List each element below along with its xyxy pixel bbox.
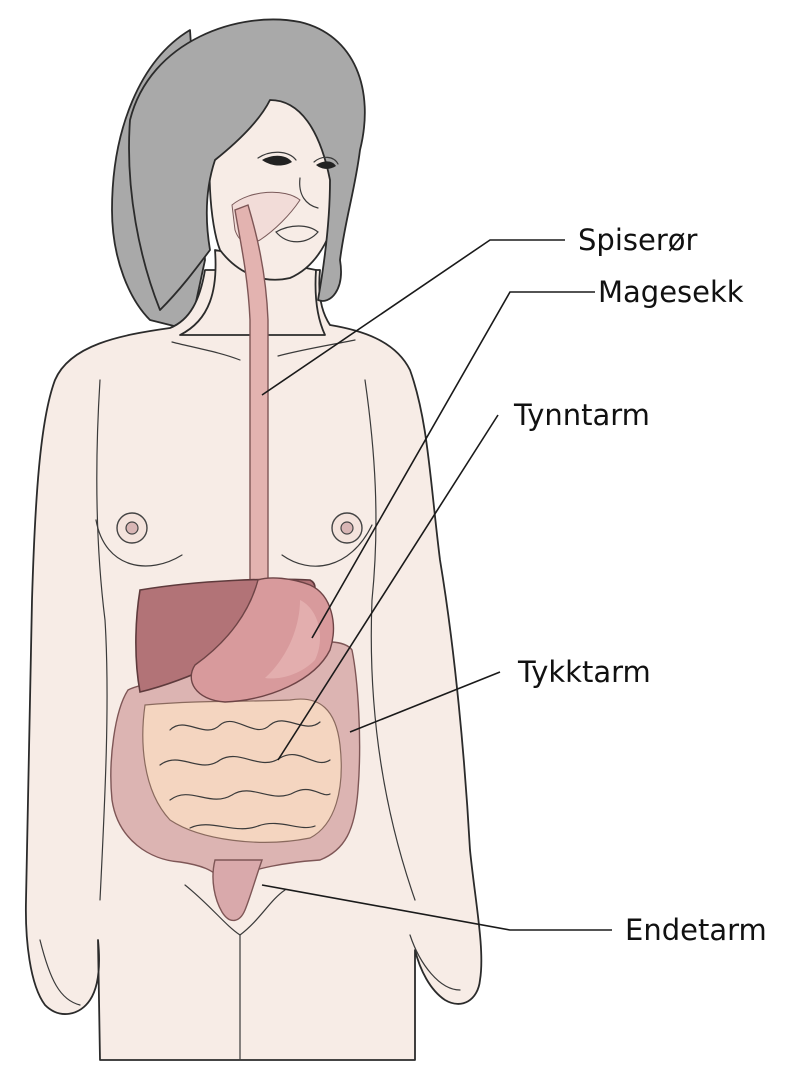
label-rectum: Endetarm (625, 913, 767, 947)
nipple-right (332, 513, 362, 543)
label-large-intestine: Tykktarm (517, 655, 651, 689)
nipple-left (117, 513, 147, 543)
label-small-intestine: Tynntarm (513, 398, 650, 432)
label-esophagus: Spiserør (578, 223, 697, 257)
small-intestine (143, 699, 341, 842)
label-stomach: Magesekk (598, 275, 744, 309)
labels: Spiserør Magesekk Tynntarm Tykktarm Ende… (513, 223, 767, 947)
